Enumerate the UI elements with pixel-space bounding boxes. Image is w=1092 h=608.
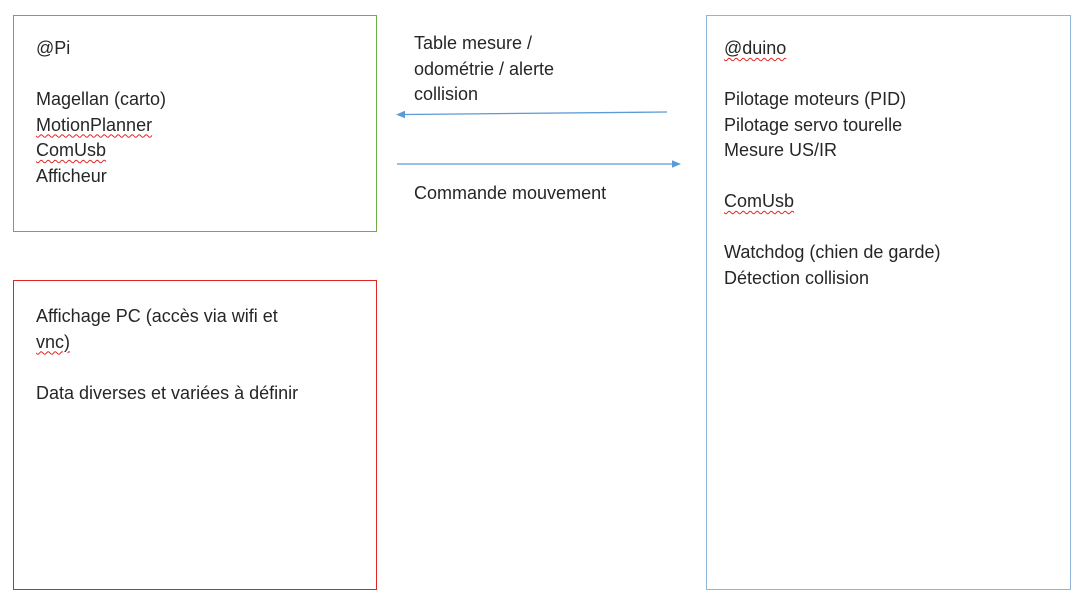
pc-line-affichage: Affichage PC (accès via wifi et <box>36 306 278 326</box>
pi-box-content: @Pi Magellan (carto) MotionPlanner ComUs… <box>36 36 166 189</box>
duino-item-comusb: ComUsb <box>724 189 940 215</box>
arrow-duino-to-pi <box>396 110 668 119</box>
duino-item-pid: Pilotage moteurs (PID) <box>724 89 907 109</box>
pc-line-vnc: vnc) <box>36 330 298 356</box>
pi-item-motionplanner: MotionPlanner <box>36 114 153 135</box>
duino-title: @duino <box>724 36 940 62</box>
duino-item-watchdog: Watchdog (chien de garde) <box>724 242 941 262</box>
pi-item-magellan: Magellan (carto) <box>36 87 166 113</box>
duino-box: @duino Pilotage moteurs (PID) Pilotage s… <box>706 15 1071 590</box>
pi-title: @Pi <box>36 38 71 58</box>
duino-item-mesure: Mesure US/IR <box>724 140 838 160</box>
pi-item-comusb-label: ComUsb <box>36 140 107 160</box>
duino-item-detection: Détection collision <box>724 267 870 288</box>
arrow-pi-to-duino <box>397 160 681 168</box>
pi-item-comusb: ComUsb <box>36 138 166 164</box>
arrow-label-to-pi: Table mesure / odométrie / alerte collis… <box>414 31 614 108</box>
pi-box: @Pi Magellan (carto) MotionPlanner ComUs… <box>13 15 377 232</box>
duino-item-comusb-label: ComUsb <box>724 191 795 211</box>
pc-line-data: Data diverses et variées à définir <box>36 382 299 403</box>
duino-item-servo: Pilotage servo tourelle <box>724 114 903 135</box>
pc-box-content: Affichage PC (accès via wifi et vnc) Dat… <box>36 304 298 406</box>
arrow-label-to-pi-line: odométrie / alerte <box>414 58 555 79</box>
arrow-label-to-pi-line: collision <box>414 84 479 104</box>
arrow-label-to-duino: Commande mouvement <box>414 183 607 203</box>
pc-line-vnc-label: vnc) <box>36 331 71 352</box>
duino-box-content: @duino Pilotage moteurs (PID) Pilotage s… <box>724 36 940 291</box>
pi-item-afficheur: Afficheur <box>36 165 107 186</box>
duino-title-label: @duino <box>724 38 787 58</box>
arrow-label-to-pi-line: Table mesure / <box>414 33 533 53</box>
pi-item-magellan-label: Magellan (carto) <box>36 89 167 109</box>
pc-display-box: Affichage PC (accès via wifi et vnc) Dat… <box>13 280 377 590</box>
